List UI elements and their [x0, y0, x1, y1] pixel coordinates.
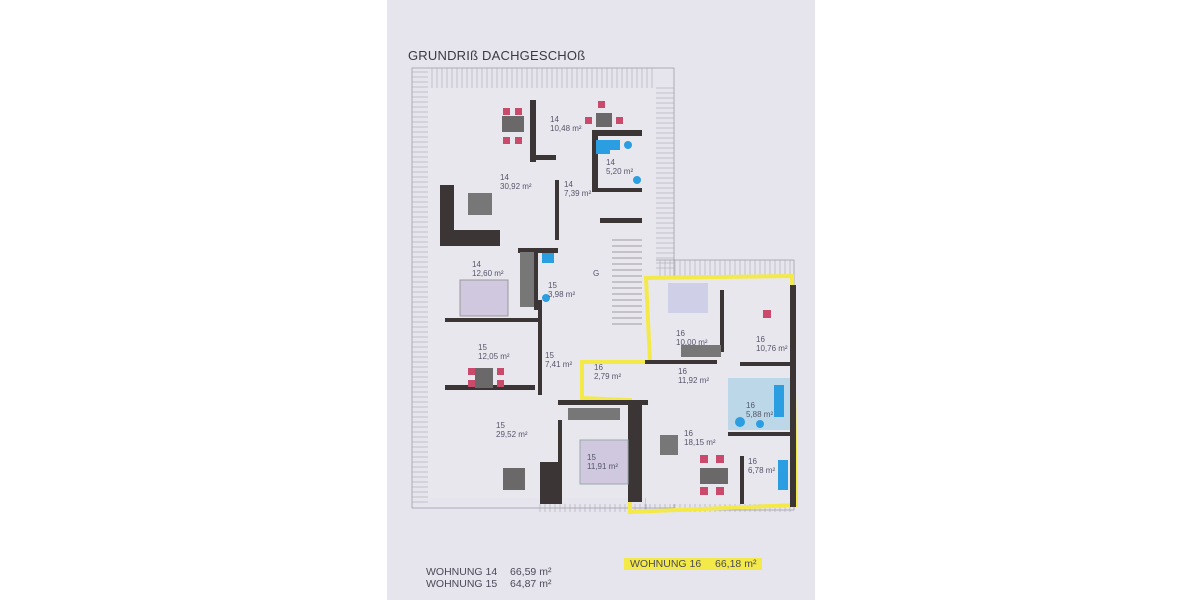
legend-unit-15: WOHNUNG 15 64,87 m² [426, 578, 551, 590]
walls [440, 100, 796, 507]
room-area: 12,60 m² [472, 269, 504, 278]
dining-table [502, 116, 524, 132]
room-unit: 14 [564, 180, 573, 189]
legend-label: WOHNUNG 15 [426, 578, 498, 590]
room-area: 18,15 m² [684, 438, 716, 447]
room-area: 29,52 m² [496, 430, 528, 439]
room-unit: 16 [748, 457, 757, 466]
room-unit: 15 [496, 421, 505, 430]
room-area: 12,05 m² [478, 352, 510, 361]
room-label: 157,41 m² [545, 351, 572, 369]
room-unit: 16 [594, 363, 603, 372]
room-unit: 16 [684, 429, 693, 438]
room-unit: 15 [587, 453, 596, 462]
room-unit: 16 [746, 401, 755, 410]
room-area: 30,92 m² [500, 182, 532, 191]
room-unit: 15 [545, 351, 554, 360]
room-unit: 16 [678, 367, 687, 376]
room-area: 6,78 m² [748, 466, 775, 475]
stair-label: G [593, 269, 599, 278]
room-unit: 14 [500, 173, 509, 182]
room-unit: 14 [606, 158, 615, 167]
legend-label: WOHNUNG 14 [426, 566, 498, 578]
legend-area: 66,59 m² [510, 566, 552, 578]
plan-title: GRUNDRIß DACHGESCHOß [408, 48, 586, 63]
legend-unit-16: WOHNUNG 16 66,18 m² [624, 558, 763, 570]
room-unit: 14 [550, 115, 559, 124]
room-area: 11,91 m² [587, 462, 618, 471]
room-area: 7,39 m² [564, 189, 591, 198]
legend-area: 64,87 m² [510, 578, 552, 590]
room-area: 3,98 m² [548, 290, 575, 299]
room-label: 165,88 m² [746, 401, 773, 419]
room-area: 7,41 m² [545, 360, 572, 369]
room-label: 153,98 m² [548, 281, 575, 299]
room-label: 162,79 m² [594, 363, 621, 381]
room-area: 11,92 m² [678, 376, 709, 385]
room-area: 2,79 m² [594, 372, 621, 381]
room-unit: 16 [756, 335, 765, 344]
room-label: 147,39 m² [564, 180, 591, 198]
furniture [459, 101, 790, 495]
room-area: 10,76 m² [756, 344, 788, 353]
room-area: 10,48 m² [550, 124, 582, 133]
legend-label: WOHNUNG 16 [630, 558, 702, 570]
room-area: 5,20 m² [606, 167, 633, 176]
room-unit: 14 [472, 260, 481, 269]
room-area: 10,00 m² [676, 338, 708, 347]
legend-unit-14: WOHNUNG 14 66,59 m² [426, 566, 551, 578]
room-unit: 15 [548, 281, 557, 290]
room-unit: 15 [478, 343, 487, 352]
room-label: 145,20 m² [606, 158, 633, 176]
room-unit: 16 [676, 329, 685, 338]
room-label: 166,78 m² [748, 457, 775, 475]
room-area: 5,88 m² [746, 410, 773, 419]
legend-area: 66,18 m² [715, 558, 757, 570]
staircase [612, 239, 642, 325]
